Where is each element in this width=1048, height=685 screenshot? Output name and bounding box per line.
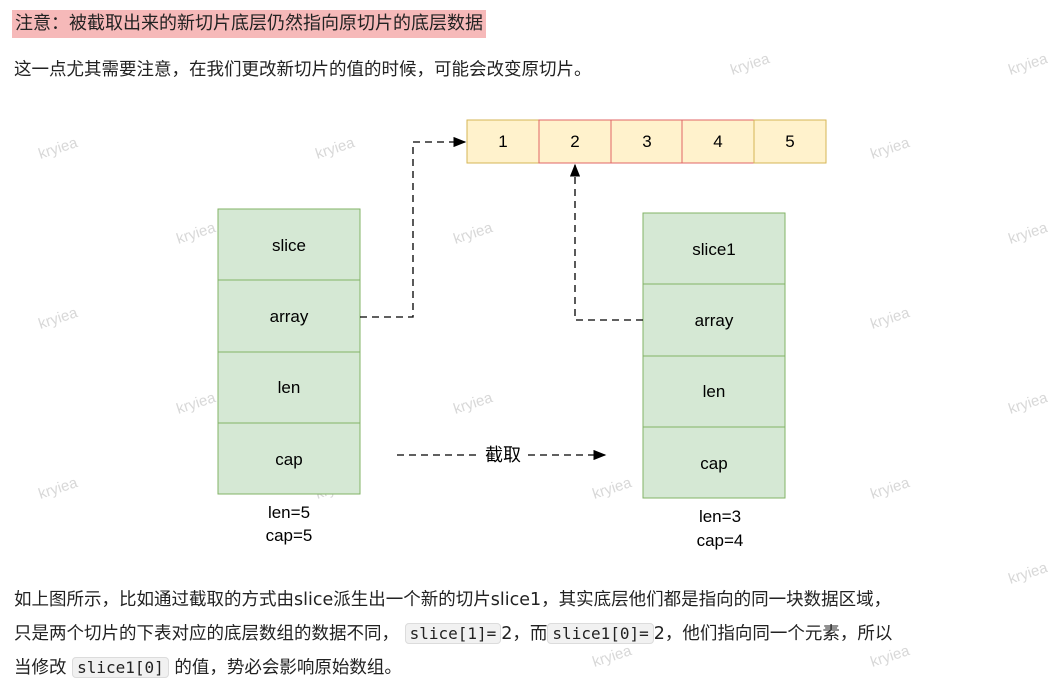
struct-field: slice1 — [692, 240, 735, 259]
underlying-array: 1 2 3 4 5 — [466, 119, 827, 164]
struct-field: cap — [700, 454, 727, 473]
explanation-line: 当修改 slice1[0] 的值，势必会影响原始数组。 — [14, 651, 1044, 685]
pointer-arrow-slice — [360, 136, 467, 318]
inline-code: slice1[0] — [72, 657, 169, 678]
array-cell: 5 — [785, 132, 794, 151]
cap-label: cap=4 — [697, 531, 744, 550]
text-span: 2，他们指向同一个元素，所以 — [653, 624, 893, 644]
struct-field: cap — [275, 450, 302, 469]
struct-field: len — [278, 378, 301, 397]
array-cell: 2 — [570, 132, 579, 151]
intro-paragraph: 这一点尤其需要注意，在我们更改新切片的值的时候，可能会改变原切片。 — [14, 60, 592, 80]
inline-code: slice[1]= — [404, 623, 502, 644]
struct-field: slice — [272, 236, 306, 255]
slicing-label: 截取 — [485, 445, 521, 465]
text-span: 的值，势必会影响原始数组。 — [174, 658, 402, 678]
slice1-struct: slice1 array len cap len=3 cap=4 — [642, 212, 786, 550]
array-cell: 4 — [713, 132, 722, 151]
slice-struct: slice array len cap len=5 cap=5 — [217, 208, 361, 545]
pointer-arrow-slice1 — [569, 163, 643, 321]
struct-field: len — [703, 382, 726, 401]
explanation-line: 如上图所示，比如通过截取的方式由slice派生出一个新的切片slice1，其实底… — [14, 590, 892, 610]
array-cell: 1 — [498, 132, 507, 151]
cap-label: cap=5 — [266, 526, 313, 545]
note-heading: 注意：被截取出来的新切片底层仍然指向原切片的底层数据 — [12, 10, 486, 38]
text-span: 只是两个切片的下表对应的底层数组的数据不同， — [14, 624, 399, 644]
len-label: len=5 — [268, 503, 310, 522]
text-span: 当修改 — [14, 658, 67, 678]
struct-field: array — [270, 307, 309, 326]
len-label: len=3 — [699, 507, 741, 526]
explanation-paragraph: 如上图所示，比如通过截取的方式由slice派生出一个新的切片slice1，其实底… — [14, 584, 1044, 685]
array-cell: 3 — [642, 132, 651, 151]
struct-field: array — [695, 311, 734, 330]
inline-code: slice1[0]= — [547, 623, 654, 644]
text-span: 2，而 — [501, 624, 548, 644]
